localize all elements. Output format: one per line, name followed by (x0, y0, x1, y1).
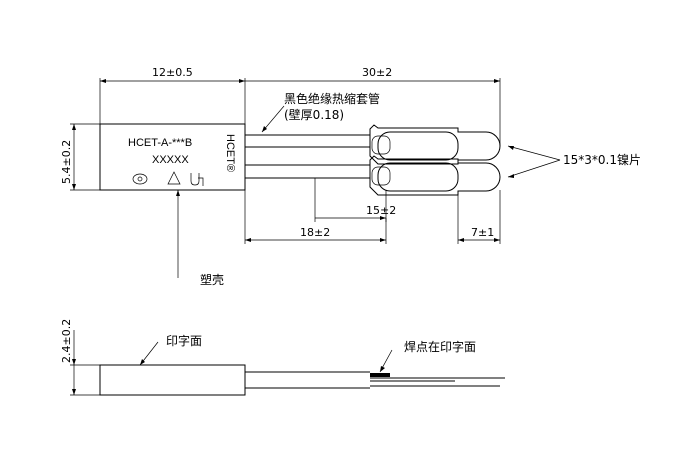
heat-shrink-sleeve (369, 155, 501, 196)
arrowhead (380, 366, 385, 372)
dim-lead-length: 18±2 (300, 226, 330, 239)
model-text: HCET-A-***B (128, 137, 192, 149)
brand-text: HCET® (224, 134, 236, 172)
arrowhead (494, 238, 500, 242)
weld-point (371, 166, 391, 186)
weld-note-label: 焊点在印字面 (404, 339, 476, 354)
arrowhead (140, 359, 145, 365)
heat-shrink-sleeve (369, 124, 501, 165)
arrowhead (245, 238, 251, 242)
sleeve-thickness-label: (壁厚0.18) (284, 107, 344, 122)
leader-line (507, 159, 561, 178)
arrowhead (100, 79, 106, 83)
arrowhead (176, 190, 180, 196)
arrowhead (239, 79, 245, 83)
nickel-tab (377, 131, 459, 161)
arrowhead (262, 126, 267, 132)
top-view: HCET-A-***B XXXXX HCET® 12±0.5 30±2 5.4±… (60, 66, 641, 287)
dim-body-height: 5.4±0.2 (60, 140, 73, 184)
side-body-outline (99, 364, 246, 396)
nickel-tab (377, 162, 459, 192)
dim-body-length: 12±0.5 (152, 66, 193, 79)
side-view: 2.4±0.2 印字面 焊点在印字面 (60, 319, 505, 396)
arrowhead (494, 79, 500, 83)
leader-line (507, 145, 561, 161)
code-text: XXXXX (152, 154, 189, 166)
print-face-label: 印字面 (166, 333, 202, 348)
body-outline (99, 123, 246, 191)
sleeve-label: 黑色绝缘热缩套管 (284, 91, 380, 106)
dim-thickness: 2.4±0.2 (60, 319, 73, 363)
arrowhead (72, 124, 76, 130)
arrowhead (72, 359, 76, 365)
weld-point (370, 373, 390, 377)
cert-mark-icon (132, 173, 148, 185)
shell-label: 塑壳 (200, 272, 224, 287)
arrowhead (380, 216, 386, 220)
arrowhead (72, 389, 76, 395)
arrowhead (458, 238, 464, 242)
arrowhead (380, 238, 386, 242)
dim-tab-spacing: 15±2 (366, 204, 396, 217)
arrowhead (72, 184, 76, 190)
arrowhead (508, 146, 514, 150)
triangle-mark-icon (167, 171, 181, 185)
arrowhead (508, 174, 514, 178)
cert-mark-icon (137, 176, 143, 182)
dim-tab-length: 7±1 (471, 226, 494, 239)
nickel-tab-label: 15*3*0.1镍片 (563, 153, 641, 167)
ul-mark-icon (190, 173, 204, 186)
weld-point (371, 135, 391, 155)
dim-total-length: 30±2 (362, 66, 392, 79)
